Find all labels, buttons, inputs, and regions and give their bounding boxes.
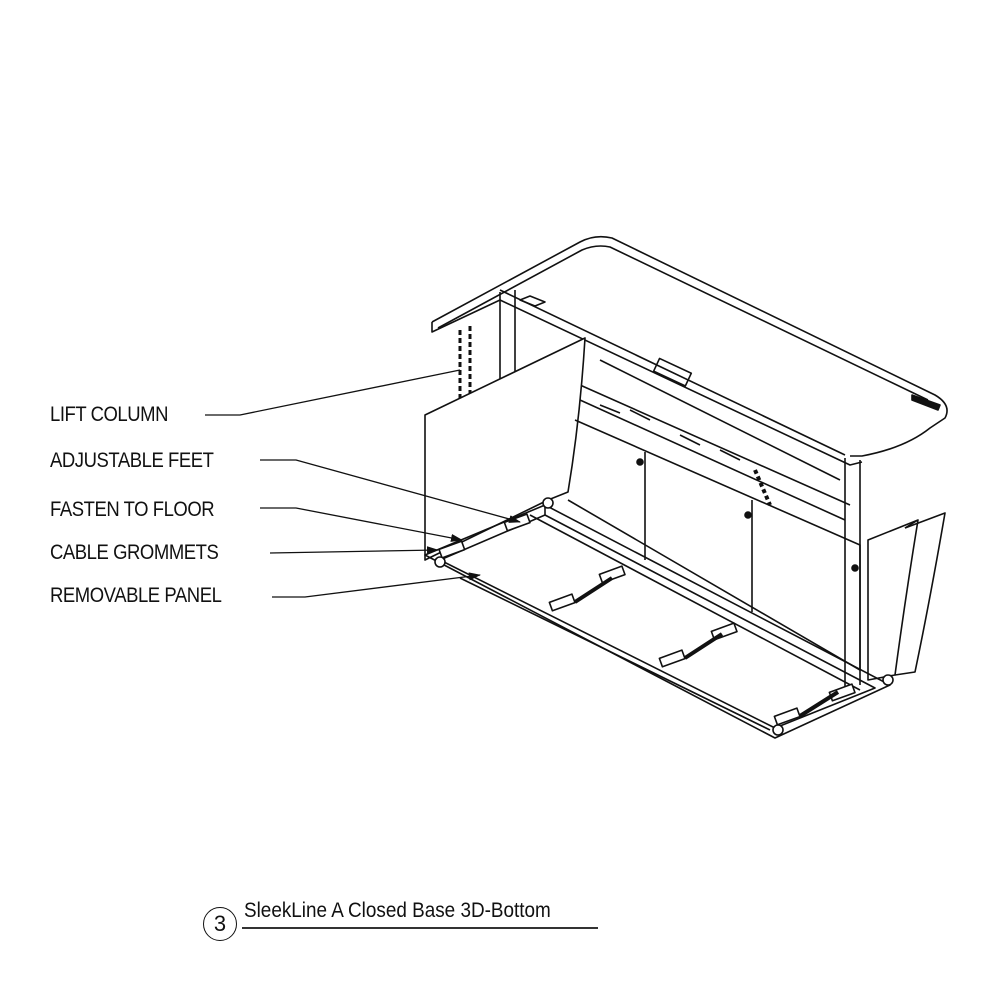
caption-underline bbox=[242, 927, 598, 929]
leader-cable-grommets bbox=[269, 546, 439, 555]
callout-lift-column: LIFT COLUMN bbox=[50, 403, 169, 426]
left-side-panel bbox=[424, 337, 586, 561]
callout-fasten-to-floor: FASTEN TO FLOOR bbox=[50, 498, 215, 521]
leader-adjustable-feet bbox=[260, 459, 521, 523]
callout-adjustable-feet: ADJUSTABLE FEET bbox=[50, 449, 214, 472]
caption-title: SleekLine A Closed Base 3D-Bottom bbox=[244, 899, 551, 922]
callout-removable-panel: REMOVABLE PANEL bbox=[50, 584, 222, 607]
underside-beam bbox=[579, 359, 851, 521]
back-panel bbox=[567, 419, 861, 671]
caption-number-badge: 3 bbox=[203, 907, 237, 941]
callout-cable-grommets: CABLE GROMMETS bbox=[50, 541, 219, 564]
leader-lift-column bbox=[205, 369, 461, 416]
leader-lines bbox=[205, 369, 521, 598]
leader-fasten-to-floor bbox=[260, 507, 463, 542]
right-end-panel bbox=[867, 512, 946, 681]
leader-removable-panel bbox=[272, 572, 481, 598]
